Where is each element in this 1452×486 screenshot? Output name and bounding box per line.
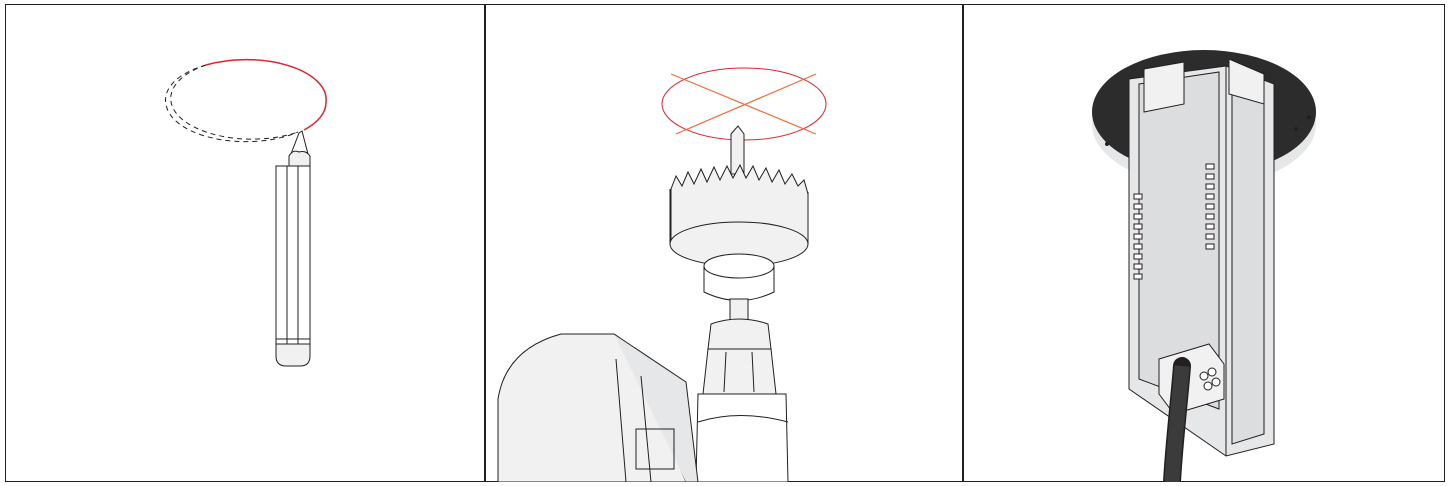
drill-chuck	[696, 319, 788, 482]
arbor-shank	[730, 299, 748, 321]
hole-saw	[670, 165, 808, 266]
dashed-outline	[166, 65, 298, 142]
step-3-panel	[964, 4, 1444, 482]
pilot-bit	[731, 126, 744, 174]
drill-body	[498, 334, 698, 482]
speaker-box-in-ceiling-icon	[964, 4, 1444, 482]
speaker-back-box	[1129, 59, 1274, 456]
step-2-panel	[486, 4, 962, 482]
arbor-collar	[704, 254, 774, 301]
step-1-panel	[6, 4, 484, 482]
pencil-marking-circle-icon	[6, 4, 484, 482]
speaker-cable-core	[1172, 366, 1182, 482]
drill-hole-saw-icon	[486, 4, 962, 482]
dashed-outline	[171, 65, 298, 139]
red-mark-arc	[206, 60, 326, 130]
pencil-icon	[276, 131, 310, 366]
